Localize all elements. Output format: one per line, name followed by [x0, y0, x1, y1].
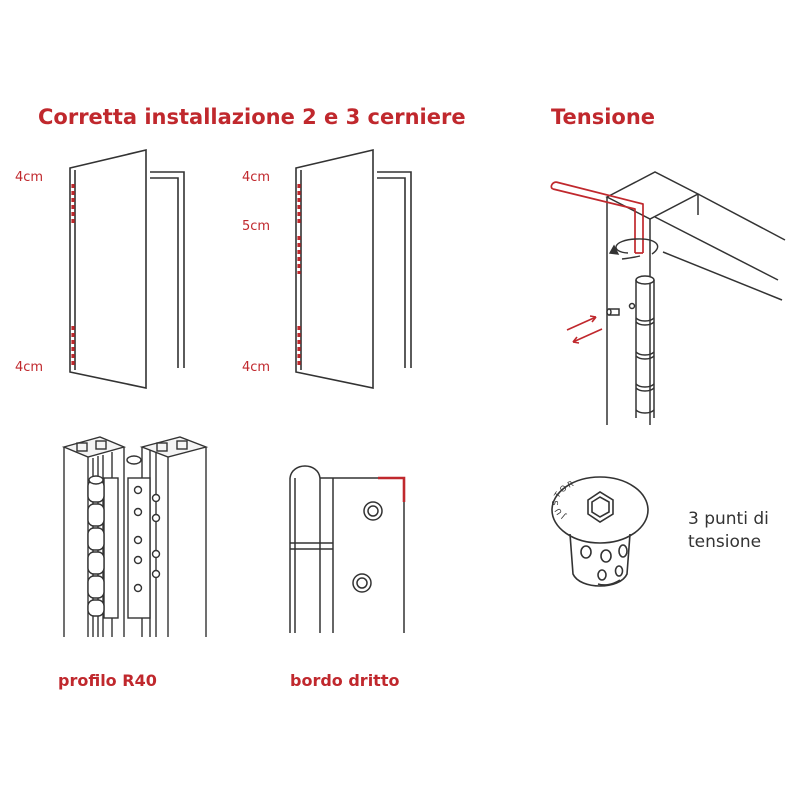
edge-caption: bordo dritto: [290, 671, 400, 690]
hinge-pin-cap: [88, 475, 104, 485]
square-corner-marker: [378, 476, 406, 502]
hinge-plate-right: [127, 477, 151, 619]
two-hinge-top-distance: 4cm: [15, 170, 44, 185]
profile-caption: profilo R40: [58, 671, 157, 690]
hinge-screws: [133, 485, 161, 593]
tension-points-line1: 3 punti di: [688, 509, 769, 529]
door-frame: [150, 171, 185, 368]
tension-bushing-icon: JUSTOR: [551, 476, 649, 587]
right-profile-slot: [176, 440, 188, 450]
straight-edge-illustration: [289, 465, 406, 633]
door-three-hinges: [295, 148, 412, 389]
three-hinge-top-distance: 4cm: [242, 170, 271, 185]
right-profile-slot: [156, 442, 168, 452]
hinge-plate-left: [103, 477, 119, 619]
left-profile-slot: [95, 440, 107, 450]
hinge-pin-cap: [126, 455, 142, 465]
door-frame: [377, 171, 412, 368]
tension-illustration: [605, 171, 786, 425]
tension-title: Tensione: [551, 105, 656, 129]
right-profile-top: [139, 436, 209, 458]
bushing-holes: [580, 544, 628, 581]
door-two-hinges: [69, 148, 185, 389]
rotation-arrow-icon: [608, 238, 659, 260]
profile-r40-illustration: [61, 436, 209, 637]
grub-screw-hole: [628, 302, 636, 310]
two-hinge-bottom-distance: 4cm: [15, 360, 44, 375]
hinge-knuckles: [87, 479, 105, 617]
left-profile-slot: [76, 442, 88, 452]
hex-key-icon: [550, 181, 644, 254]
double-arrow-icon: [566, 315, 603, 344]
plate-screw-hole: [352, 573, 372, 593]
door-leaf: [295, 148, 374, 389]
bushing-hex-socket: [587, 491, 614, 523]
three-hinge-middle-distance: 5cm: [242, 219, 271, 234]
door-leaf: [69, 148, 147, 389]
installation-title: Corretta installazione 2 e 3 cerniere: [38, 105, 466, 129]
tension-points-line2: tensione: [688, 531, 762, 552]
barrel-top: [289, 465, 321, 479]
grub-screw: [606, 308, 620, 316]
three-hinge-bottom-distance: 4cm: [242, 360, 271, 375]
barrel-cap: [635, 275, 655, 285]
tension-points-note: 3 punti di tensione: [688, 508, 769, 554]
door-frame-inner: [377, 177, 406, 368]
left-profile-top: [61, 436, 127, 458]
door-frame-inner: [150, 177, 179, 368]
door-block-top: [605, 171, 700, 220]
plate-screw-hole: [363, 501, 383, 521]
